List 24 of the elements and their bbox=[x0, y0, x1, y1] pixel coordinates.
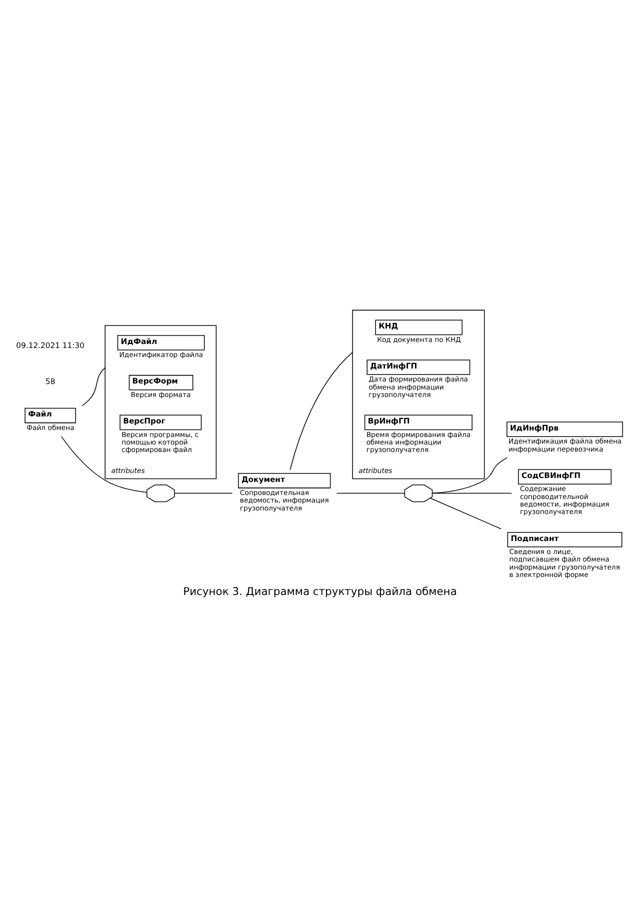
connector bbox=[82, 367, 106, 406]
connector bbox=[432, 457, 508, 494]
node-octagon bbox=[404, 484, 433, 502]
connector bbox=[430, 498, 502, 530]
label: 58 bbox=[45, 377, 56, 386]
node-box: ВрИнфГП bbox=[364, 414, 472, 430]
node-box: ИдФайл bbox=[117, 335, 205, 350]
node-box: КНД bbox=[375, 320, 462, 336]
connector bbox=[290, 352, 353, 470]
node-box: СодСВИнфГП bbox=[518, 469, 612, 484]
node-octagon bbox=[146, 484, 175, 502]
node-box: ДатИнфГП bbox=[366, 360, 470, 375]
node-box: ИдИнфПрв bbox=[506, 422, 623, 437]
node-box: Документ bbox=[238, 473, 331, 488]
node-box: ВерсФорм bbox=[128, 374, 194, 390]
connector bbox=[336, 492, 405, 494]
connector bbox=[60, 436, 148, 493]
node-box: Подписант bbox=[507, 532, 622, 548]
connector bbox=[432, 492, 512, 494]
node-box: ВерсПрог bbox=[120, 414, 202, 430]
connector bbox=[174, 492, 233, 494]
node-box: Файл bbox=[24, 408, 76, 424]
label: 09.12.2021 11:30 bbox=[16, 341, 84, 350]
caption: Рисунок 3. Диаграмма структуры файла обмена bbox=[183, 584, 457, 598]
